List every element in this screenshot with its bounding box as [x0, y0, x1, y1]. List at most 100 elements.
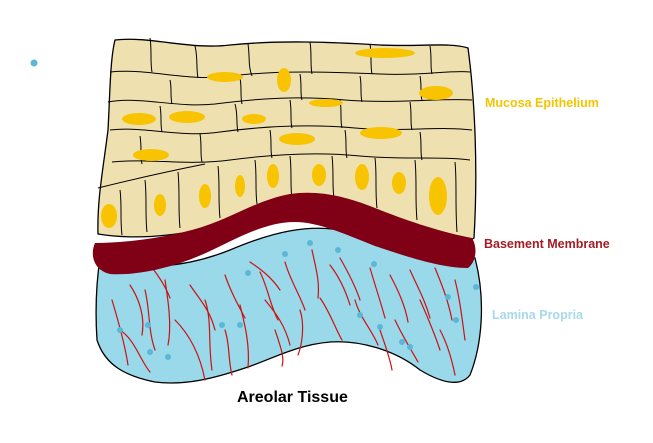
basement-membrane-band	[92, 192, 476, 275]
fiber	[164, 279, 171, 346]
cell-dot	[473, 284, 479, 290]
fiber	[204, 299, 213, 371]
cell-outline	[254, 159, 258, 205]
fiber	[329, 264, 351, 306]
cell-outline	[109, 70, 471, 79]
nucleus	[355, 164, 369, 190]
cell-outline	[109, 125, 473, 135]
cell-dot	[335, 247, 341, 253]
fiber	[369, 267, 386, 319]
stray-dot	[30, 59, 38, 67]
fiber	[434, 267, 453, 321]
fiber	[409, 269, 431, 319]
nucleus	[169, 111, 205, 123]
connective-fibers	[111, 249, 466, 381]
fiber	[311, 249, 320, 299]
cell-outline	[429, 45, 433, 75]
nucleus	[267, 164, 279, 188]
cell-dot	[407, 344, 413, 350]
cell-outline	[194, 45, 199, 79]
fiber	[297, 309, 304, 356]
cell-dot	[377, 324, 383, 330]
cell-outline	[239, 77, 243, 105]
lamina-propria-label: Lamina Propria	[492, 308, 583, 322]
fiber	[174, 319, 206, 381]
fiber	[129, 284, 144, 336]
fiber	[119, 329, 151, 373]
cell-outline	[409, 101, 413, 131]
cell-outline	[177, 171, 181, 229]
cell-outline	[289, 99, 293, 129]
cell-outline	[119, 189, 123, 236]
cell-outline	[454, 161, 458, 233]
nucleus	[312, 164, 326, 186]
cell-dot	[145, 322, 151, 328]
cell-dot	[117, 327, 123, 333]
nucleus	[309, 99, 343, 107]
cell-outline	[97, 163, 206, 189]
cell-outline	[344, 129, 348, 159]
fiber	[144, 289, 156, 351]
nucleus	[122, 113, 156, 125]
fiber	[274, 329, 284, 367]
cell-outline	[359, 75, 363, 103]
cell-outline	[149, 37, 153, 73]
cell-dot	[147, 349, 153, 355]
fiber	[379, 329, 393, 371]
fiber	[239, 304, 250, 369]
cell-outline	[107, 97, 473, 106]
nucleus	[154, 194, 166, 216]
nucleus	[235, 175, 245, 197]
cell-outline	[299, 73, 303, 101]
cell-outline	[369, 43, 373, 75]
lamina-cells	[117, 240, 479, 360]
cell-outline	[419, 75, 423, 101]
nucleus	[199, 184, 211, 208]
cell-outline	[309, 41, 313, 75]
cell-dot	[399, 339, 405, 345]
epithelial-cell-outlines	[97, 37, 473, 236]
nucleus	[277, 68, 291, 92]
cell-dot	[445, 294, 451, 300]
nucleus	[279, 133, 315, 145]
basement-membrane-label: Basement Membrane	[484, 237, 610, 251]
fiber	[354, 299, 379, 346]
cell-dot	[245, 270, 251, 276]
fiber	[454, 279, 466, 341]
nucleus	[101, 204, 117, 228]
fiber	[439, 329, 456, 376]
cell-outline	[419, 131, 423, 161]
fiber	[259, 271, 279, 321]
nucleus	[133, 149, 169, 161]
cell-outline	[414, 159, 418, 221]
cell-dot	[357, 312, 363, 318]
cell-outline	[199, 133, 203, 163]
cell-dot	[307, 240, 313, 246]
cell-outline	[234, 103, 239, 133]
nucleus	[242, 114, 266, 124]
cell-outline	[331, 155, 335, 199]
cell-dot	[282, 251, 288, 257]
cell-outline	[217, 165, 221, 219]
fiber	[284, 261, 306, 311]
fiber	[394, 319, 419, 363]
cell-dot	[453, 317, 459, 323]
fiber	[224, 329, 233, 376]
nucleus	[355, 48, 415, 58]
fiber	[389, 274, 409, 323]
cell-dot	[219, 322, 225, 328]
nucleus	[207, 72, 243, 82]
cell-dot	[371, 261, 377, 267]
fiber	[249, 261, 281, 291]
cell-outline	[169, 79, 173, 105]
fiber	[264, 299, 291, 346]
cell-outline	[144, 179, 148, 233]
nucleus	[419, 86, 453, 100]
fiber	[319, 297, 343, 341]
cell-outline	[159, 105, 163, 133]
cell-outline	[111, 153, 471, 163]
epithelial-nuclei	[101, 48, 453, 228]
mucosa-epithelium-label: Mucosa Epithelium	[485, 96, 599, 110]
fiber	[339, 257, 361, 301]
